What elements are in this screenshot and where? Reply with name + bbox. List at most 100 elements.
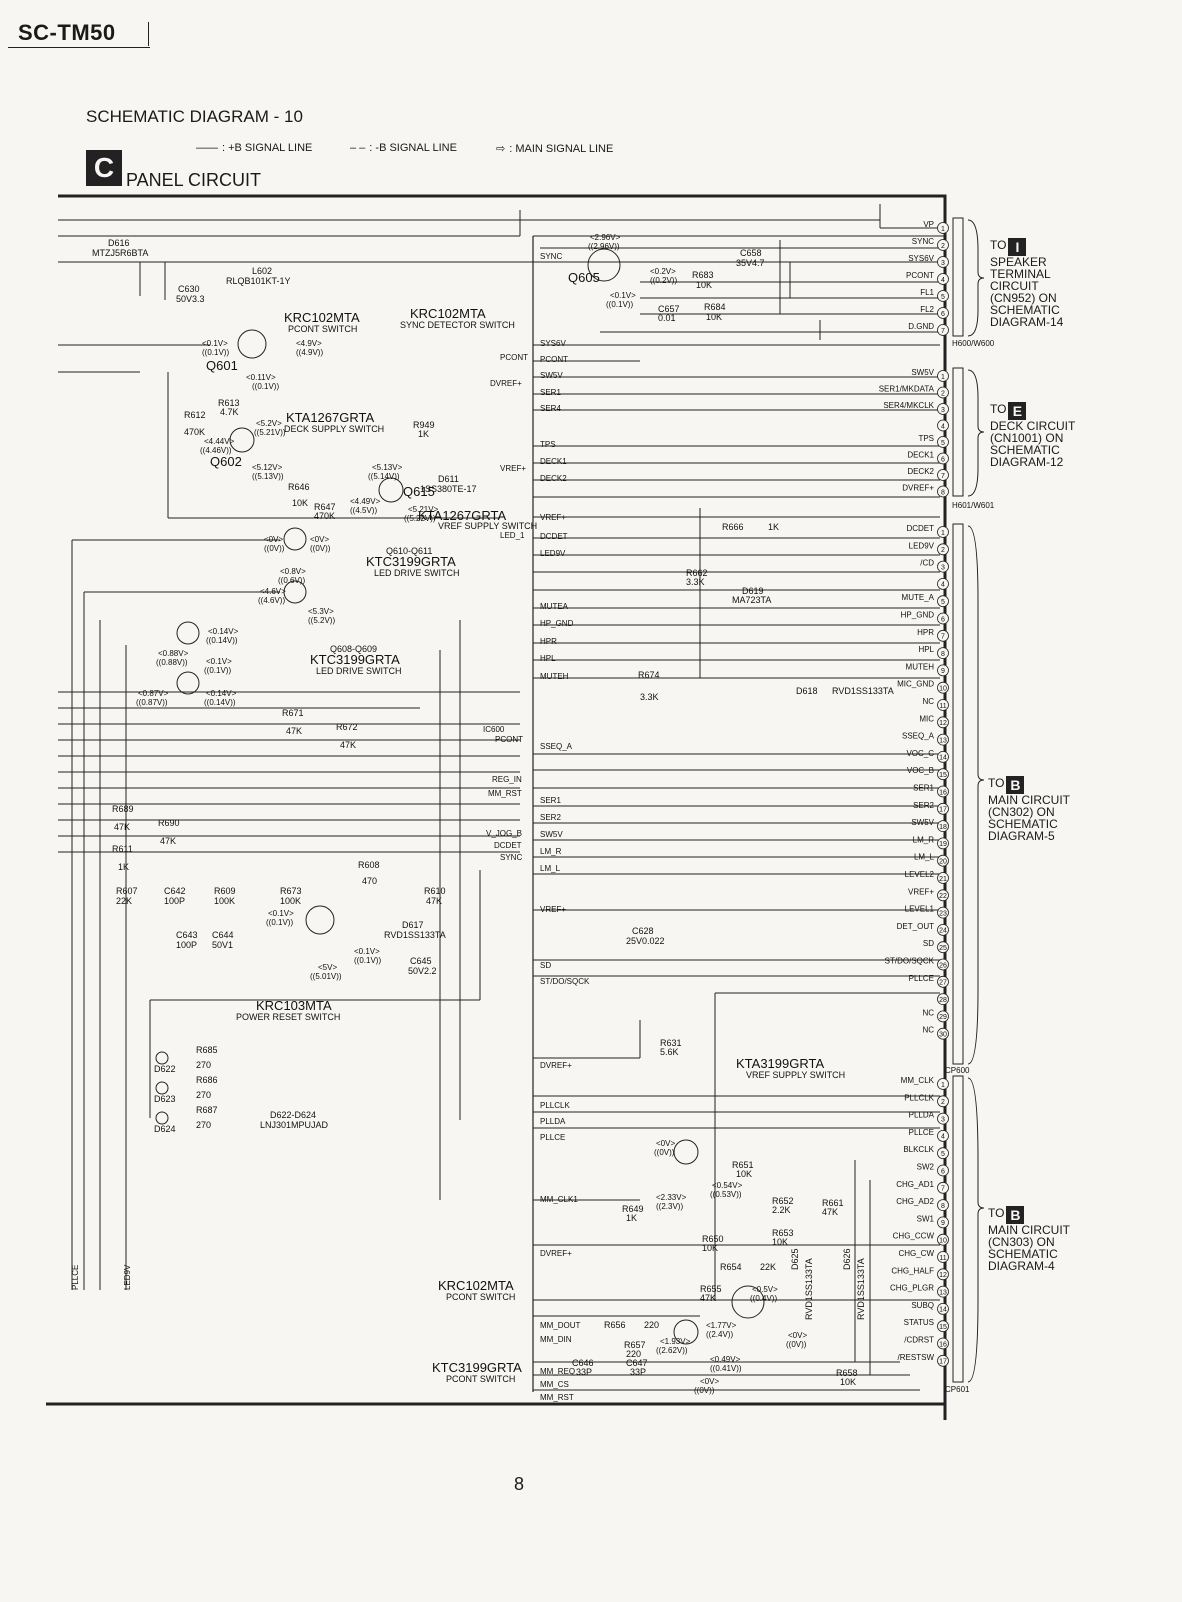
connector-pin <box>937 469 949 481</box>
net-stdo: ST/DO/SQCK <box>540 977 590 986</box>
q605-type: KRC102MTA <box>410 306 486 321</box>
destination-line: TERMINAL <box>990 267 1051 281</box>
net-mmreq: MM_REQ <box>540 1367 575 1376</box>
connector-pin <box>937 751 949 763</box>
connector-pin-label: DECK1 <box>907 451 934 460</box>
connector-pin-number: 28 <box>939 997 947 1004</box>
connector-pin <box>937 307 949 319</box>
volt-q613-b: <1.77V> <box>706 1321 737 1330</box>
connector-pin-number: 7 <box>941 473 945 480</box>
volt-q609-a: <0.14V> <box>208 627 239 636</box>
net-vref-left: VREF+ <box>500 464 526 473</box>
destination-line: SPEAKER <box>990 255 1047 269</box>
connector-pin <box>937 1320 949 1333</box>
r647-val: 470K <box>314 511 335 521</box>
connector-pin-label: TPS <box>918 434 934 443</box>
c658-val: 35V4.7 <box>736 258 765 268</box>
q608-q609-type: KTC3199GRTA <box>310 652 400 667</box>
net-pcont-left: PCONT <box>500 353 528 362</box>
r658-val: 10K <box>840 1377 856 1387</box>
led-d622 <box>155 1051 169 1065</box>
d617-type: RVD1SS133TA <box>384 930 446 940</box>
r662-ref: R662 <box>686 568 708 578</box>
connector-pin <box>937 222 949 234</box>
transistor-q611 <box>283 527 307 551</box>
net-hpl: HPL <box>540 654 556 663</box>
connector-pin <box>937 436 949 448</box>
q601-type: KRC102MTA <box>284 310 360 325</box>
component-labels: D616 MTZJ5R6BTA L602 RLQB101KT-1Y C630 5… <box>92 238 894 1387</box>
connector-pin-number: 5 <box>941 294 945 301</box>
q614-type: KTC3199GRTA <box>432 1360 522 1375</box>
connector-pin-label: CHG_HALF <box>891 1266 934 1275</box>
volt-q615-b: <4.49V> <box>350 497 381 506</box>
volt-q610-a2: ((4.6V)) <box>258 596 285 605</box>
volt-q608-b: <0.14V> <box>206 689 237 698</box>
volt-q600-c: <5V> <box>318 963 337 972</box>
connector-pin <box>937 802 949 815</box>
connector-pin-number: 30 <box>939 1032 947 1039</box>
connector-pin <box>937 854 949 867</box>
connector-pin-label: FL1 <box>920 288 934 297</box>
r683-val: 10K <box>696 280 712 290</box>
connector-pin <box>937 768 949 781</box>
r949-val: 1K <box>418 429 429 439</box>
connector-pin-label: LEVEL1 <box>905 905 935 914</box>
volt-q613-a: <0.5V> <box>752 1285 778 1294</box>
volt-q613-c: <0V> <box>788 1331 807 1340</box>
r611-ref: R611 <box>112 844 133 854</box>
destination-box: B <box>1006 776 1025 794</box>
volt-q614-a2: ((2.62V)) <box>656 1346 688 1355</box>
connector-pin-number: 4 <box>941 1134 945 1141</box>
d624-ref: D624 <box>154 1124 176 1134</box>
destination-box: B <box>1006 1206 1025 1224</box>
c628-val: 25V0.022 <box>626 936 665 946</box>
connector-pin-number: 3 <box>941 1116 945 1123</box>
volt-q610-b: <5.3V> <box>308 607 334 616</box>
connector-pin-number: 17 <box>939 807 947 814</box>
connector-pin-label: SW2 <box>917 1163 935 1172</box>
transistor-q608 <box>176 671 200 695</box>
led-d623 <box>155 1081 169 1095</box>
c658-ref: C658 <box>740 248 762 258</box>
c642-val: 100P <box>164 896 185 906</box>
connector-pin-number: 25 <box>939 945 947 952</box>
transistor-q602 <box>229 427 255 453</box>
connector-pin-label: SW5V <box>911 368 934 377</box>
q615-type: KTA1267GRTA <box>418 508 506 523</box>
connector-pin-number: 8 <box>941 1203 945 1210</box>
connector-pin-label: /CDRST <box>904 1336 934 1345</box>
net-pcont-ic: PCONT <box>495 735 523 744</box>
volt-q600-c2: ((5.01V)) <box>310 972 342 981</box>
connector-pin <box>937 1251 949 1263</box>
volt-q611-c2: ((0.6V)) <box>278 576 305 585</box>
q610-q611-type: KTC3199GRTA <box>366 554 456 569</box>
net-dvref-b: DVREF+ <box>540 1061 572 1070</box>
model-title-divider <box>148 22 149 46</box>
destination-line: DECK CIRCUIT <box>990 419 1076 433</box>
connector-pin-label: SW5V <box>911 818 934 827</box>
net-deck1: DECK1 <box>540 457 567 466</box>
connector-pin-label: DET_OUT <box>897 922 934 931</box>
net-vref: VREF+ <box>540 513 566 522</box>
connector-pin-label: VP <box>923 220 934 229</box>
legend-plus-b: —— : +B SIGNAL LINE <box>196 142 312 154</box>
net-hpgnd: HP_GND <box>540 619 574 628</box>
volt-q612-a: <0V> <box>656 1139 675 1148</box>
q602-type: KTA1267GRTA <box>286 410 374 425</box>
transistor-labels: Q605 KRC102MTA SYNC DETECTOR SWITCH Q601… <box>206 270 845 1384</box>
r656-ref: R656 <box>604 1320 626 1330</box>
connector-pin-number: 5 <box>941 440 945 447</box>
connector-cp601-body <box>952 1075 964 1383</box>
connector-pin-number: 4 <box>941 277 945 284</box>
connector-pin-number: 26 <box>939 962 947 969</box>
l602-ref: L602 <box>252 266 272 276</box>
d626-type: RVD1SS133TA <box>856 1258 866 1320</box>
connector-pin-label: CHG_AD1 <box>896 1180 934 1189</box>
net-sw5v-b: SW5V <box>540 830 563 839</box>
connector-pin <box>937 1078 949 1090</box>
connector-pin-number: 6 <box>941 1168 945 1175</box>
connector-pin-label: NC <box>922 697 934 706</box>
r613-val: 4.7K <box>220 407 239 417</box>
